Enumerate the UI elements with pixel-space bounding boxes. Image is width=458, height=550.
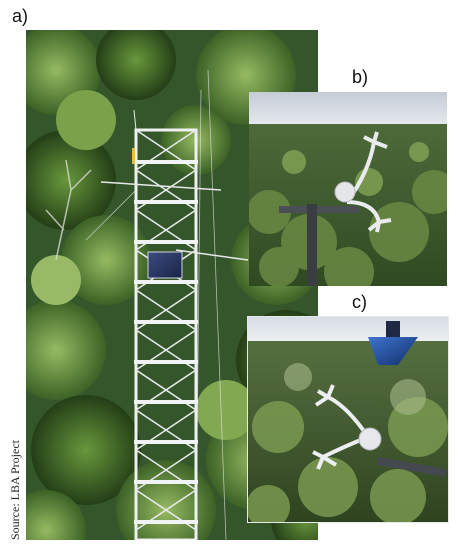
tower-structure bbox=[100, 109, 249, 540]
panel-label-a: a) bbox=[12, 6, 29, 26]
boom-arm bbox=[279, 206, 359, 213]
source-caption: Source: LBA Project bbox=[8, 440, 22, 540]
anemometer-b-image bbox=[249, 92, 447, 286]
panel-label-b: b) bbox=[352, 67, 369, 87]
anemometer-c-image bbox=[248, 317, 448, 522]
solar-panel bbox=[147, 251, 183, 279]
photo-anemometer-b bbox=[249, 92, 447, 286]
photo-anemometer-c bbox=[247, 316, 449, 523]
panel-label-c: c) bbox=[352, 292, 367, 312]
boom-arm-c bbox=[376, 457, 447, 478]
blue-sensor bbox=[368, 337, 418, 365]
